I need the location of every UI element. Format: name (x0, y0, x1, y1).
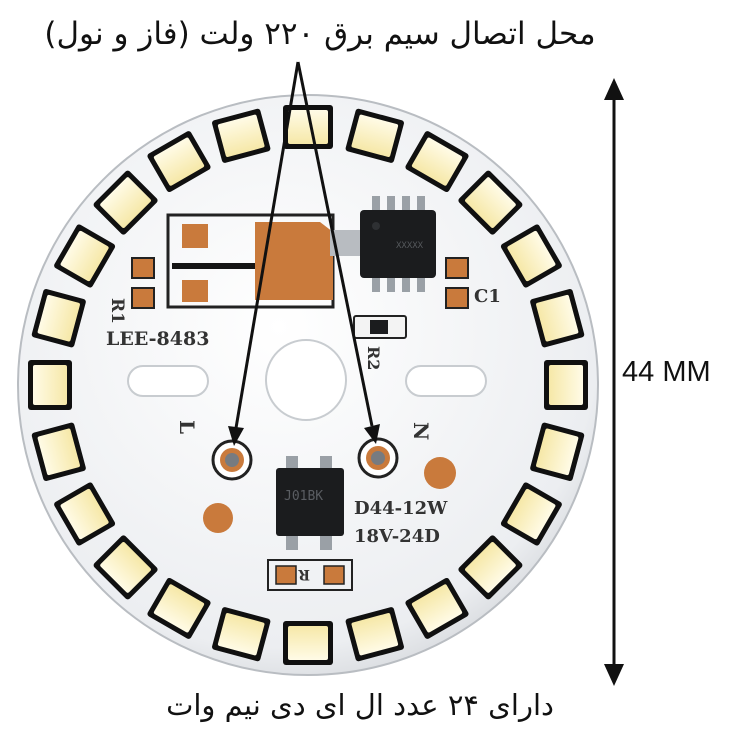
copper-dot-left (203, 503, 233, 533)
model-label: LEE-8483 (106, 328, 209, 350)
driver-chip-marking: J01BK (284, 489, 323, 504)
led-chip (147, 577, 211, 639)
led-chip (530, 422, 585, 481)
driver-chip: J01BK (276, 456, 344, 550)
terminal-l-label: L (175, 420, 199, 434)
diameter-label: 44 MM (622, 356, 711, 388)
copper-pad-bottom (182, 280, 208, 302)
led-chip (283, 105, 333, 149)
mounting-slot-left (127, 365, 209, 397)
r-pad-right (323, 565, 345, 585)
r-label: R (298, 566, 310, 582)
led-chip (530, 289, 585, 348)
driver-label-line1: D44-12W (354, 498, 448, 519)
led-chip (93, 535, 158, 600)
led-chip (283, 621, 333, 665)
chip-top-marking: XXXXX (396, 241, 424, 251)
led-chip (458, 535, 523, 600)
led-chip (31, 422, 86, 481)
led-chip (345, 108, 404, 163)
c1-pad-top (445, 257, 469, 279)
led-chip (31, 289, 86, 348)
terminal-n-label: N (409, 422, 433, 440)
r1-pad-bottom (131, 287, 155, 309)
r1-pad-top (131, 257, 155, 279)
led-chip (405, 577, 469, 639)
led-chip (28, 360, 72, 410)
copper-trace-black (172, 263, 267, 269)
center-hole (265, 339, 347, 421)
copper-pad-top (182, 224, 208, 248)
dimension-arrow (604, 78, 624, 686)
annotation-arrows (228, 61, 380, 446)
led-chip (212, 108, 271, 163)
r2-resistor-body (370, 320, 388, 334)
driver-label-line2: 18V-24D (354, 526, 440, 547)
c1-pad-bottom (445, 287, 469, 309)
terminal-n-pad (357, 437, 399, 479)
mounting-slot-right (405, 365, 487, 397)
led-chip (345, 607, 404, 662)
r-outline (267, 559, 353, 591)
led-chip (212, 607, 271, 662)
r-pad-left (275, 565, 297, 585)
controller-chip: XXXXX (360, 196, 436, 292)
copper-dot-right (424, 457, 456, 489)
led-chip (54, 224, 116, 288)
led-count-caption: دارای ۲۴ عدد ال ای دی نیم وات (166, 688, 554, 722)
wire-connection-caption: محل اتصال سیم برق ۲۲۰ ولت (فاز و نول) (44, 16, 596, 52)
led-chip (500, 224, 562, 288)
led-ring (28, 105, 588, 665)
copper-heat-area (255, 222, 333, 300)
led-chip (405, 131, 469, 193)
led-chip (147, 131, 211, 193)
terminal-l-pad (211, 439, 253, 481)
led-chip (93, 170, 158, 235)
r2-label: R2 (364, 346, 383, 370)
led-chip (544, 360, 588, 410)
c1-label: C1 (474, 286, 501, 307)
r1-label: R1 (107, 298, 127, 324)
led-chip (54, 482, 116, 546)
led-chip (500, 482, 562, 546)
led-chip (458, 170, 523, 235)
